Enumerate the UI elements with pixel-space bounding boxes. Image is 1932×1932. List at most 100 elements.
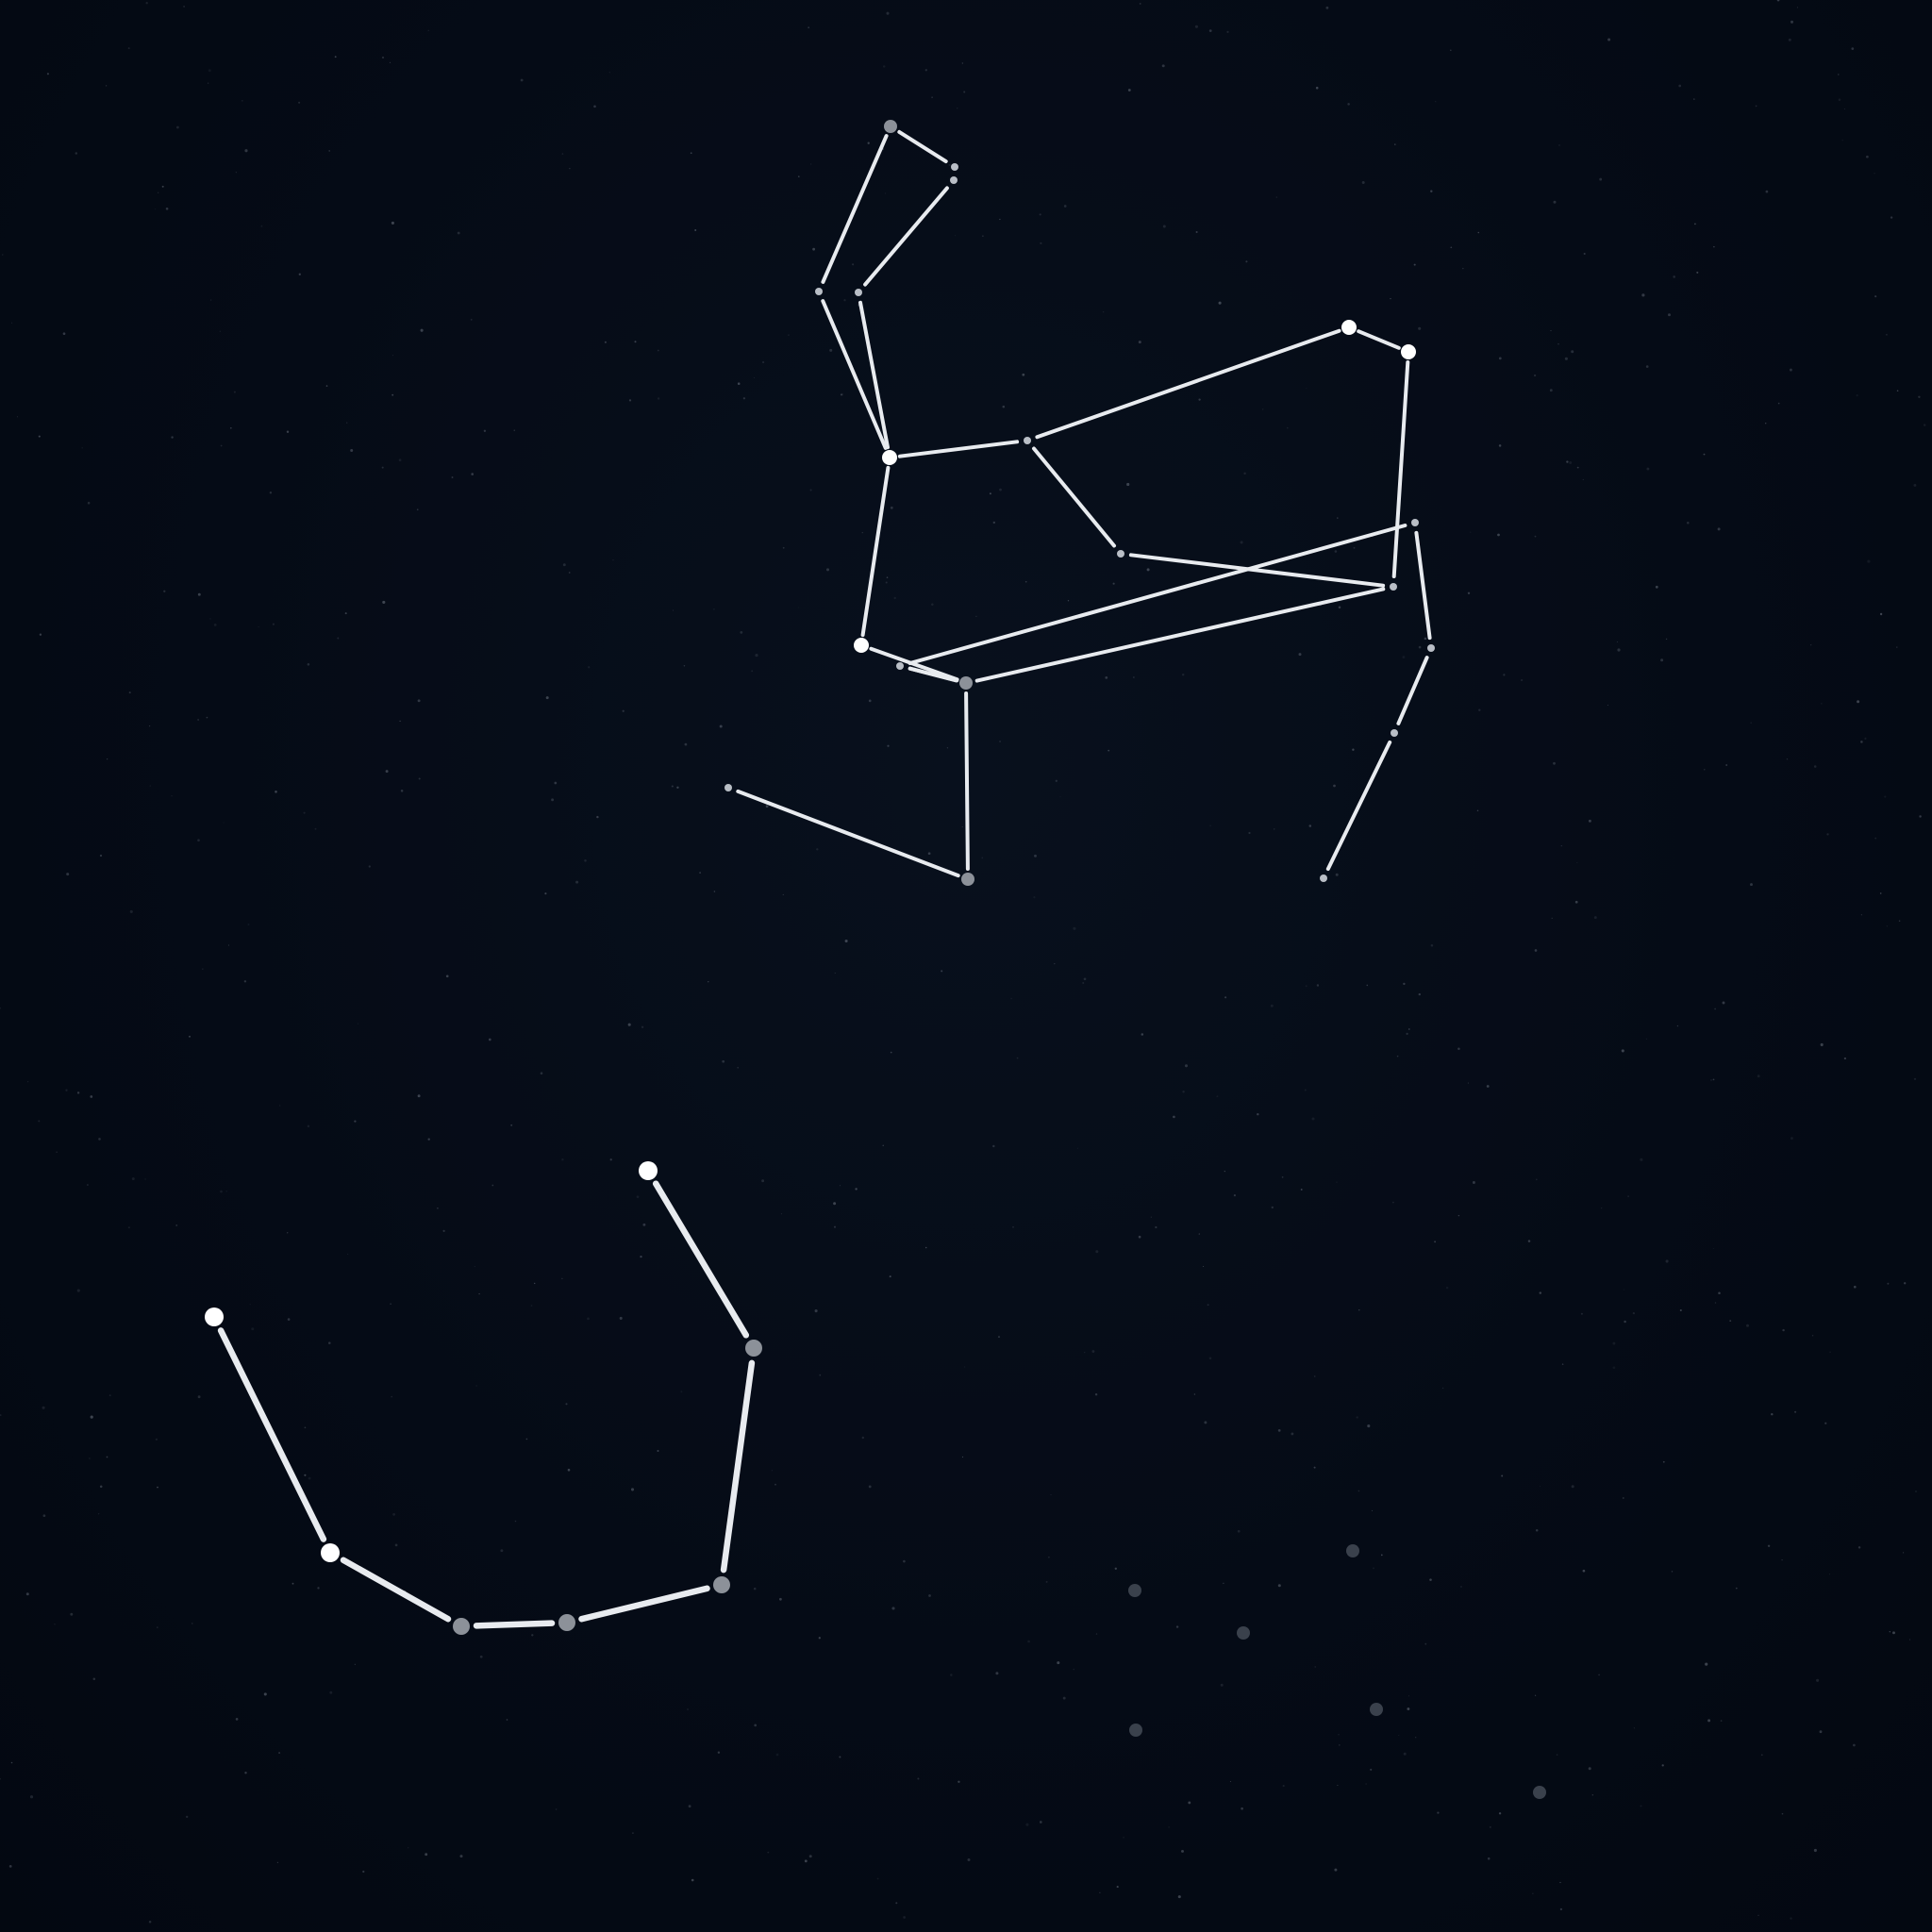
background-star — [982, 235, 984, 237]
background-star — [291, 1582, 294, 1585]
background-star — [1220, 1683, 1224, 1687]
background-star — [418, 777, 421, 780]
background-star — [127, 47, 130, 50]
hercules-line — [897, 440, 1020, 458]
background-star — [1612, 1366, 1616, 1370]
background-star — [1520, 678, 1524, 682]
background-star — [1335, 873, 1339, 876]
background-star — [740, 630, 743, 634]
background-star — [76, 1091, 80, 1094]
background-star — [65, 1089, 68, 1091]
background-star — [1033, 895, 1036, 899]
background-star — [839, 1756, 841, 1758]
background-star — [1821, 703, 1823, 705]
background-star — [628, 399, 632, 402]
background-star — [1705, 1662, 1708, 1666]
background-star — [997, 1336, 1001, 1339]
background-star — [1696, 271, 1699, 274]
background-star — [416, 508, 419, 511]
background-star — [1126, 482, 1130, 487]
background-star — [1407, 1707, 1410, 1710]
background-star — [1059, 795, 1061, 797]
background-star — [1841, 140, 1843, 142]
hercules-line — [1128, 553, 1386, 588]
background-star — [1394, 143, 1396, 145]
background-star — [687, 1708, 689, 1710]
background-star — [220, 444, 223, 447]
background-star — [555, 1808, 558, 1810]
background-star — [1334, 1868, 1338, 1872]
corona-borealis-star — [745, 1340, 762, 1357]
background-star — [1224, 1171, 1225, 1173]
background-star — [183, 6, 185, 8]
background-star — [657, 349, 659, 352]
background-star — [145, 2, 148, 5]
background-star — [329, 1690, 333, 1694]
background-star — [1127, 89, 1131, 92]
background-star — [308, 1476, 311, 1480]
background-star — [10, 1761, 13, 1764]
background-star — [1337, 1784, 1339, 1787]
background-star — [149, 785, 151, 787]
background-star — [1073, 1668, 1074, 1671]
background-star — [829, 348, 833, 352]
background-star — [584, 859, 587, 862]
hercules-line — [736, 789, 960, 878]
background-star — [1810, 644, 1812, 646]
background-star — [1472, 1181, 1475, 1184]
background-star — [1396, 1055, 1399, 1058]
background-star — [1856, 393, 1858, 397]
hercules-star — [1117, 550, 1124, 558]
background-star — [107, 758, 108, 760]
background-star — [886, 11, 890, 15]
background-star — [1429, 1578, 1432, 1581]
background-star — [1207, 1304, 1209, 1307]
background-star — [641, 1025, 644, 1028]
corona-borealis-star — [713, 1576, 730, 1593]
background-star — [175, 1224, 178, 1226]
background-star — [442, 1229, 445, 1233]
background-star — [1851, 47, 1855, 50]
background-star — [219, 330, 222, 332]
background-star — [1325, 6, 1329, 9]
background-star — [788, 334, 790, 336]
background-star — [1333, 784, 1336, 788]
background-star — [1237, 1529, 1241, 1533]
background-star — [1694, 223, 1696, 225]
background-star — [1105, 676, 1108, 679]
background-star — [1287, 426, 1289, 429]
corona-borealis-line — [473, 1620, 556, 1629]
background-star — [56, 1151, 58, 1153]
background-star — [1367, 1424, 1371, 1428]
background-star — [1308, 824, 1312, 827]
background-star — [885, 581, 888, 584]
background-star — [1640, 1158, 1643, 1161]
background-star — [192, 1623, 193, 1624]
background-star — [642, 1223, 646, 1226]
background-star — [1050, 1493, 1052, 1496]
background-star — [1430, 943, 1434, 947]
background-star — [1027, 1640, 1030, 1643]
corona-borealis-line — [652, 1180, 750, 1339]
hercules-star — [854, 638, 869, 653]
background-star — [334, 56, 337, 58]
background-star — [1627, 1195, 1629, 1197]
background-star — [1094, 1392, 1098, 1396]
background-star — [630, 1488, 635, 1491]
background-star — [999, 740, 1002, 743]
background-star — [1777, 402, 1780, 405]
background-star — [1300, 1189, 1303, 1191]
background-star — [354, 1120, 357, 1123]
background-star — [1687, 521, 1690, 525]
background-star — [307, 1124, 310, 1128]
background-star — [844, 939, 848, 943]
background-star — [227, 944, 229, 946]
background-star — [1435, 101, 1437, 103]
background-star — [1826, 833, 1829, 836]
background-star — [1402, 656, 1406, 659]
hercules-line — [908, 524, 1407, 665]
background-star — [1257, 1112, 1259, 1116]
background-star — [1062, 1696, 1066, 1700]
background-star — [451, 476, 454, 478]
background-star — [1896, 646, 1898, 648]
